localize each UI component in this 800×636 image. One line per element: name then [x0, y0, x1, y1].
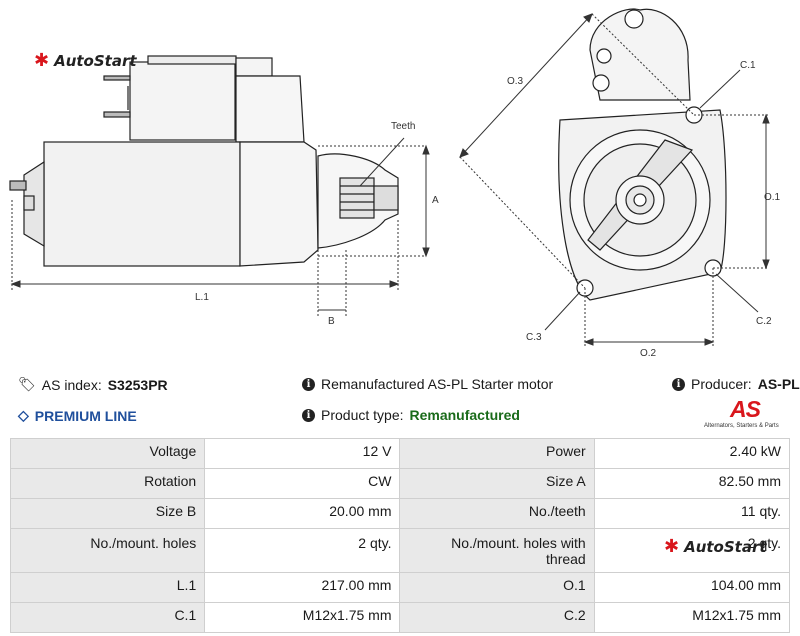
as-mark: AS — [730, 396, 761, 422]
as-index: 🏷 AS index: S3253PR — [18, 376, 168, 393]
label-a: A — [432, 195, 439, 206]
spec-value: 20.00 mm — [204, 498, 401, 529]
spec-table: Voltage 12 V Power 2.40 kW Rotation CW S… — [9, 438, 791, 633]
spec-value: 2 qty. — [593, 528, 791, 573]
table-row: C.1 M12x1.75 mm C.2 M12x1.75 mm — [9, 602, 791, 633]
spec-label: Voltage — [9, 438, 206, 469]
label-c2: C.2 — [756, 316, 772, 327]
autostart-mark-icon: ✱ — [34, 50, 50, 71]
label-b: B — [328, 316, 335, 327]
label-l1: L.1 — [195, 292, 209, 303]
description-text: Remanufactured AS-PL Starter motor — [321, 376, 554, 392]
diamond-icon: ◇ — [18, 407, 29, 423]
spec-label: No./teeth — [399, 498, 595, 529]
table-row: No./mount. holes 2 qty. No./mount. holes… — [9, 528, 791, 573]
spec-value: 11 qty. — [593, 498, 791, 529]
producer: i Producer: AS-PL — [672, 376, 800, 392]
table-row: Voltage 12 V Power 2.40 kW — [9, 438, 791, 469]
technical-drawing: Teeth A B L.1 O.3 C.1 O.1 C.2 C.3 O.2 — [9, 8, 781, 359]
producer-value: AS-PL — [757, 376, 800, 392]
spec-value: 2 qty. — [204, 528, 401, 573]
autostart-logo: ✱ AutoStart — [34, 50, 137, 71]
spec-label: O.1 — [399, 572, 595, 603]
spec-value: M12x1.75 mm — [204, 602, 401, 633]
solenoid-body — [129, 61, 236, 141]
spec-label: Power — [399, 438, 595, 469]
info-circle-icon: i — [672, 377, 685, 391]
producer-label: Producer: — [691, 376, 752, 392]
autostart-watermark-text: AutoStart — [684, 537, 767, 556]
table-row: Size B 20.00 mm No./teeth 11 qty. — [9, 498, 791, 529]
spec-value: 104.00 mm — [593, 572, 791, 603]
spec-value: CW — [204, 468, 401, 499]
label-c3: C.3 — [526, 332, 542, 343]
spec-label: C.2 — [399, 602, 595, 633]
as-index-value: S3253PR — [107, 376, 168, 393]
as-pl-logo: AS Alternators, Starters & Parts — [704, 396, 794, 432]
spec-label: L.1 — [9, 572, 206, 603]
autostart-mark-icon: ✱ — [664, 536, 680, 557]
table-row: L.1 217.00 mm O.1 104.00 mm — [9, 572, 791, 603]
label-c1: C.1 — [740, 60, 756, 71]
product-type-value: Remanufactured — [409, 407, 520, 423]
spec-label: C.1 — [9, 602, 206, 633]
as-subtitle: Alternators, Starters & Parts — [704, 423, 779, 429]
autostart-watermark-logo: ✱ AutoStart — [664, 536, 767, 557]
label-o2: O.2 — [640, 348, 657, 359]
spec-value: 12 V — [204, 438, 401, 469]
spec-value: 217.00 mm — [204, 572, 401, 603]
table-row: Rotation CW Size A 82.50 mm — [9, 468, 791, 499]
info-circle-icon: i — [302, 377, 315, 391]
label-teeth: Teeth — [391, 121, 415, 132]
tag-icon: 🏷 — [18, 376, 36, 392]
spec-label: No./mount. holes with thread — [399, 528, 595, 573]
as-index-label: AS index: — [41, 376, 102, 393]
premium-text: PREMIUM LINE — [34, 407, 137, 424]
spec-label: Size A — [399, 468, 595, 499]
premium-line: ◇ PREMIUM LINE — [18, 407, 137, 424]
spec-value: 82.50 mm — [593, 468, 791, 499]
product-type-label: Product type: — [321, 407, 404, 423]
spec-label: Rotation — [9, 468, 206, 499]
info-circle-icon: i — [302, 408, 315, 422]
spec-value: 2.40 kW — [593, 438, 791, 469]
label-o3: O.3 — [507, 76, 524, 87]
motor-body — [43, 141, 241, 267]
autostart-logo-text: AutoStart — [54, 51, 137, 70]
description: i Remanufactured AS-PL Starter motor — [302, 376, 553, 392]
spec-label: Size B — [9, 498, 206, 529]
label-o1: O.1 — [764, 192, 781, 203]
spec-label: No./mount. holes — [9, 528, 206, 573]
product-type: i Product type: Remanufactured — [302, 407, 520, 423]
spec-value: M12x1.75 mm — [593, 602, 791, 633]
